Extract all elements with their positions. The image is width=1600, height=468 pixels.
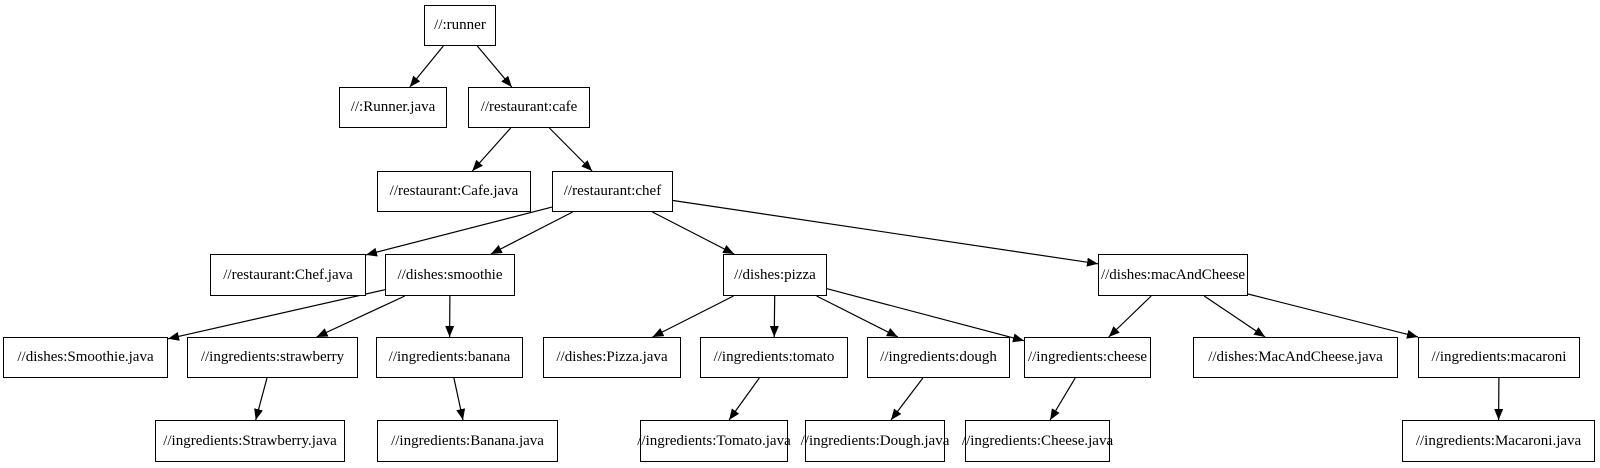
node-label: //ingredients:Cheese.java — [961, 432, 1114, 449]
node-label: //ingredients:Tomato.java — [637, 432, 791, 449]
node-tomato-java: //ingredients:Tomato.java — [637, 420, 791, 462]
node-label: //ingredients:cheese — [1027, 349, 1148, 365]
edge-smoothie-to-strawberry — [316, 295, 406, 338]
node-banana-java: //ingredients:Banana.java — [377, 420, 558, 462]
edge-runner-to-cafe — [476, 45, 513, 88]
node-label: //:Runner.java — [350, 99, 436, 115]
edge-pizza-to-pizza-java — [652, 295, 734, 338]
node-chef: //restaurant:chef — [552, 171, 673, 212]
node-banana: //ingredients:banana — [376, 337, 523, 378]
node-label: //ingredients:macaroni — [1431, 349, 1567, 365]
node-dough-java: //ingredients:Dough.java — [801, 420, 949, 462]
node-tomato: //ingredients:tomato — [700, 337, 848, 378]
node-label: //ingredients:Macaroni.java — [1415, 432, 1582, 449]
node-label: //dishes:MacAndCheese.java — [1208, 349, 1383, 365]
node-pizza: //dishes:pizza — [723, 254, 827, 296]
node-macaroni-java: //ingredients:Macaroni.java — [1402, 420, 1595, 462]
edge-mac-and-cheese-to-mac-and-cheese-java — [1203, 295, 1266, 338]
edge-pizza-to-tomato — [769, 295, 779, 338]
node-label: //ingredients:Banana.java — [391, 432, 544, 449]
node-mac-and-cheese-java: //dishes:MacAndCheese.java — [1193, 337, 1398, 378]
edge-pizza-to-cheese — [826, 288, 1025, 343]
edge-cheese-to-cheese-java — [1049, 377, 1076, 421]
node-smoothie-java: //dishes:Smoothie.java — [3, 337, 168, 378]
node-label: //ingredients:tomato — [713, 349, 835, 365]
node-cheese-java: //ingredients:Cheese.java — [962, 420, 1113, 462]
edge-chef-to-smoothie — [490, 211, 573, 255]
edge-cafe-to-chef — [548, 127, 593, 172]
edge-smoothie-to-smoothie-java — [167, 289, 386, 341]
node-smoothie: //dishes:smoothie — [385, 254, 515, 296]
node-label: //ingredients:Dough.java — [800, 432, 950, 449]
node-label: //restaurant:cafe — [480, 99, 578, 115]
node-strawberry-java: //ingredients:Strawberry.java — [155, 420, 345, 462]
node-runner-java: //:Runner.java — [339, 87, 447, 128]
node-label: //dishes:smoothie — [397, 266, 503, 283]
node-runner: //:runner — [424, 5, 496, 46]
edge-chef-to-chef-java — [365, 206, 553, 257]
node-strawberry: //ingredients:strawberry — [187, 337, 358, 378]
node-label: //ingredients:Strawberry.java — [163, 432, 337, 449]
node-label: //:runner — [434, 17, 486, 33]
node-mac-and-cheese: //dishes:macAndCheese — [1098, 254, 1248, 296]
node-label: //dishes:Smoothie.java — [17, 349, 154, 365]
node-label: //dishes:Pizza.java — [556, 349, 668, 365]
edge-mac-and-cheese-to-macaroni — [1247, 293, 1419, 339]
edge-chef-to-pizza — [652, 211, 735, 255]
node-label: //ingredients:strawberry — [200, 349, 345, 365]
edge-chef-to-mac-and-cheese — [672, 199, 1099, 267]
edge-tomato-to-tomato-java — [728, 377, 760, 421]
node-cheese: //ingredients:cheese — [1024, 337, 1151, 378]
node-label: //restaurant:chef — [563, 183, 662, 199]
node-cafe-java: //restaurant:Cafe.java — [377, 171, 531, 212]
node-macaroni: //ingredients:macaroni — [1418, 337, 1580, 378]
node-label: //dishes:macAndCheese — [1100, 266, 1246, 283]
edge-mac-and-cheese-to-cheese — [1108, 295, 1152, 338]
node-label: //dishes:pizza — [734, 266, 816, 283]
node-label: //restaurant:Chef.java — [223, 266, 353, 283]
node-chef-java: //restaurant:Chef.java — [210, 254, 366, 296]
node-dough: //ingredients:dough — [867, 337, 1010, 378]
node-cafe: //restaurant:cafe — [468, 87, 590, 128]
edge-banana-to-banana-java — [453, 377, 466, 421]
node-label: //ingredients:dough — [880, 349, 997, 365]
edge-cafe-to-cafe-java — [471, 127, 512, 172]
edge-pizza-to-dough — [816, 295, 899, 338]
edge-strawberry-to-strawberry-java — [254, 377, 268, 421]
node-label: //restaurant:Cafe.java — [389, 183, 519, 199]
node-pizza-java: //dishes:Pizza.java — [543, 337, 681, 378]
edge-runner-to-runner-java — [409, 45, 444, 88]
node-label: //ingredients:banana — [388, 349, 511, 365]
edge-dough-to-dough-java — [890, 377, 924, 421]
